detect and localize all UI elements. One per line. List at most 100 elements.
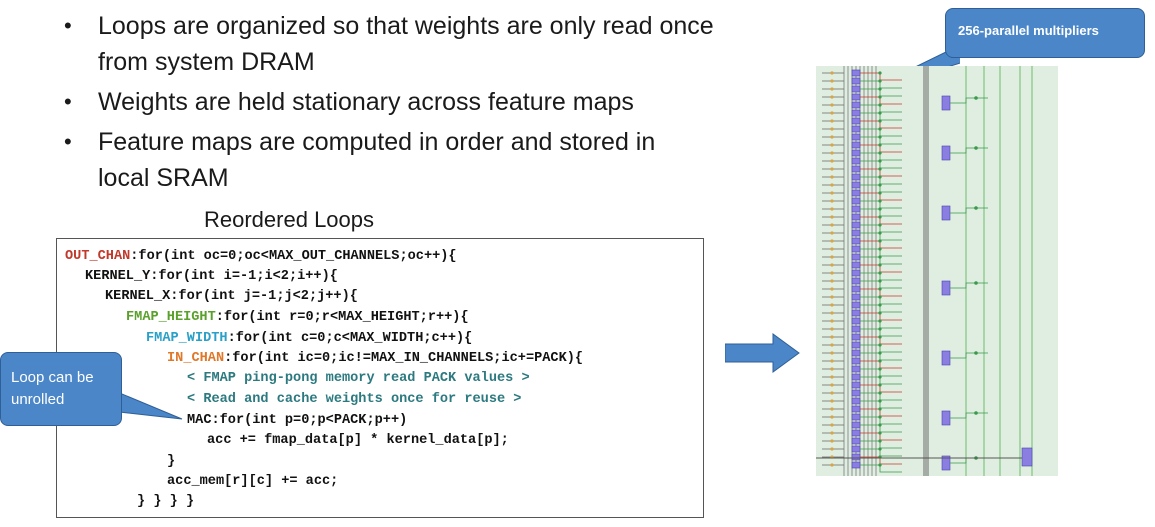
pin-dot: [830, 191, 834, 195]
multiplier-cell: [851, 117, 861, 125]
bullet-text-cont: from system DRAM: [98, 48, 315, 76]
code-line-mac: MAC:for(int p=0;p<PACK;p++): [187, 413, 408, 428]
wire: [860, 160, 902, 169]
wire: [860, 72, 902, 81]
multiplier-cell: [851, 93, 861, 101]
wire-dot: [878, 383, 882, 387]
wire: [860, 184, 902, 193]
code-comment-fmap: < FMAP ping-pong memory read PACK values…: [187, 371, 530, 386]
loop-label-in-chan: IN_CHAN: [167, 351, 225, 366]
wire-dot: [974, 206, 978, 210]
pin-dot: [830, 295, 834, 299]
multiplier-cell: [851, 317, 861, 325]
wire-dot: [878, 391, 882, 395]
adder-block: [941, 410, 951, 426]
wire-dot: [878, 215, 882, 219]
wire: [860, 80, 902, 89]
pin-dot: [830, 335, 834, 339]
pin-dot: [830, 439, 834, 443]
multiplier-cell: [851, 381, 861, 389]
wire: [860, 200, 902, 209]
bullet-text: Loops are organized so that weights are …: [98, 12, 714, 40]
bullet-dot-icon: •: [64, 129, 72, 154]
code-line-close-brace: }: [167, 454, 176, 469]
wire-dot: [974, 281, 978, 285]
wire-dot: [878, 239, 882, 243]
code-title: Reordered Loops: [204, 207, 375, 232]
wire: [860, 296, 902, 305]
wire: [860, 360, 902, 369]
pin-dot: [830, 463, 834, 467]
pin-dot: [830, 303, 834, 307]
multiplier-cell: [851, 221, 861, 229]
multiplier-cell: [851, 237, 861, 245]
wire: [860, 328, 902, 337]
wire: [860, 352, 902, 361]
code-text: :for(int i=-1;i<2;i++){: [150, 269, 338, 284]
multiplier-cell: [851, 269, 861, 277]
wire: [860, 304, 902, 313]
pin-dot: [830, 167, 834, 171]
code-line-fmap-width: FMAP_WIDTH:for(int c=0;c<MAX_WIDTH;c++){: [146, 329, 472, 349]
multiplier-cell: [851, 365, 861, 373]
wire: [860, 208, 902, 217]
wire-dot: [878, 431, 882, 435]
wire-dot: [878, 287, 882, 291]
multiplier-cell: [851, 293, 861, 301]
wire: [860, 192, 902, 201]
wire-dot: [878, 447, 882, 451]
wire: [860, 96, 902, 105]
pin-dot: [830, 79, 834, 83]
loop-label-fmap-width: FMAP_WIDTH: [146, 331, 228, 346]
loop-label-kernel-y: KERNEL_Y: [85, 269, 151, 284]
pin-dot: [830, 223, 834, 227]
pin-dot: [830, 319, 834, 323]
pin-dot: [830, 375, 834, 379]
wire: [860, 240, 902, 249]
multiplier-cell: [851, 77, 861, 85]
pin-dot: [830, 279, 834, 283]
multiplier-cell: [851, 173, 861, 181]
pin-dot: [830, 415, 834, 419]
pin-dot: [830, 127, 834, 131]
wire-dot: [878, 255, 882, 259]
pin-dot: [830, 119, 834, 123]
code-line-kernel-x: KERNEL_X:for(int j=-1;j<2;j++){: [105, 287, 358, 307]
multiplier-cell: [851, 229, 861, 237]
multiplier-cell: [851, 421, 861, 429]
multiplier-cell: [851, 445, 861, 453]
bullet-dot-icon: •: [64, 89, 72, 114]
multiplier-cell: [851, 413, 861, 421]
code-text: :for(int ic=0;ic!=MAX_IN_CHANNELS;ic+=PA…: [224, 351, 584, 366]
callout-tail-left: [110, 388, 183, 420]
pin-dot: [830, 207, 834, 211]
wire-dot: [878, 143, 882, 147]
pin-dot: [830, 327, 834, 331]
pin-dot: [830, 391, 834, 395]
hardware-schematic: [816, 66, 1058, 476]
wire: [860, 384, 902, 393]
wire: [860, 216, 902, 225]
multiplier-cell: [851, 205, 861, 213]
pin-dot: [830, 247, 834, 251]
wire-dot: [878, 343, 882, 347]
wire-dot: [878, 95, 882, 99]
code-text: :for(int c=0;c<MAX_WIDTH;c++){: [227, 331, 473, 346]
pin-dot: [830, 431, 834, 435]
code-comment-weights: < Read and cache weights once for reuse …: [187, 392, 522, 407]
pin-dot: [830, 143, 834, 147]
pin-dot: [830, 423, 834, 427]
pin-dot: [830, 311, 834, 315]
wire: [860, 256, 902, 265]
multiplier-cell: [851, 437, 861, 445]
wire: [860, 224, 902, 233]
wire-dot: [878, 439, 882, 443]
multiplier-cell: [851, 181, 861, 189]
pin-dot: [830, 87, 834, 91]
adder-block: [941, 95, 951, 111]
bullet-text: Feature maps are computed in order and s…: [98, 128, 656, 156]
code-text: :for(int r=0;r<MAX_HEIGHT;r++){: [215, 310, 469, 325]
multiplier-cell: [851, 197, 861, 205]
pin-dot: [830, 111, 834, 115]
wire-dot: [974, 146, 978, 150]
